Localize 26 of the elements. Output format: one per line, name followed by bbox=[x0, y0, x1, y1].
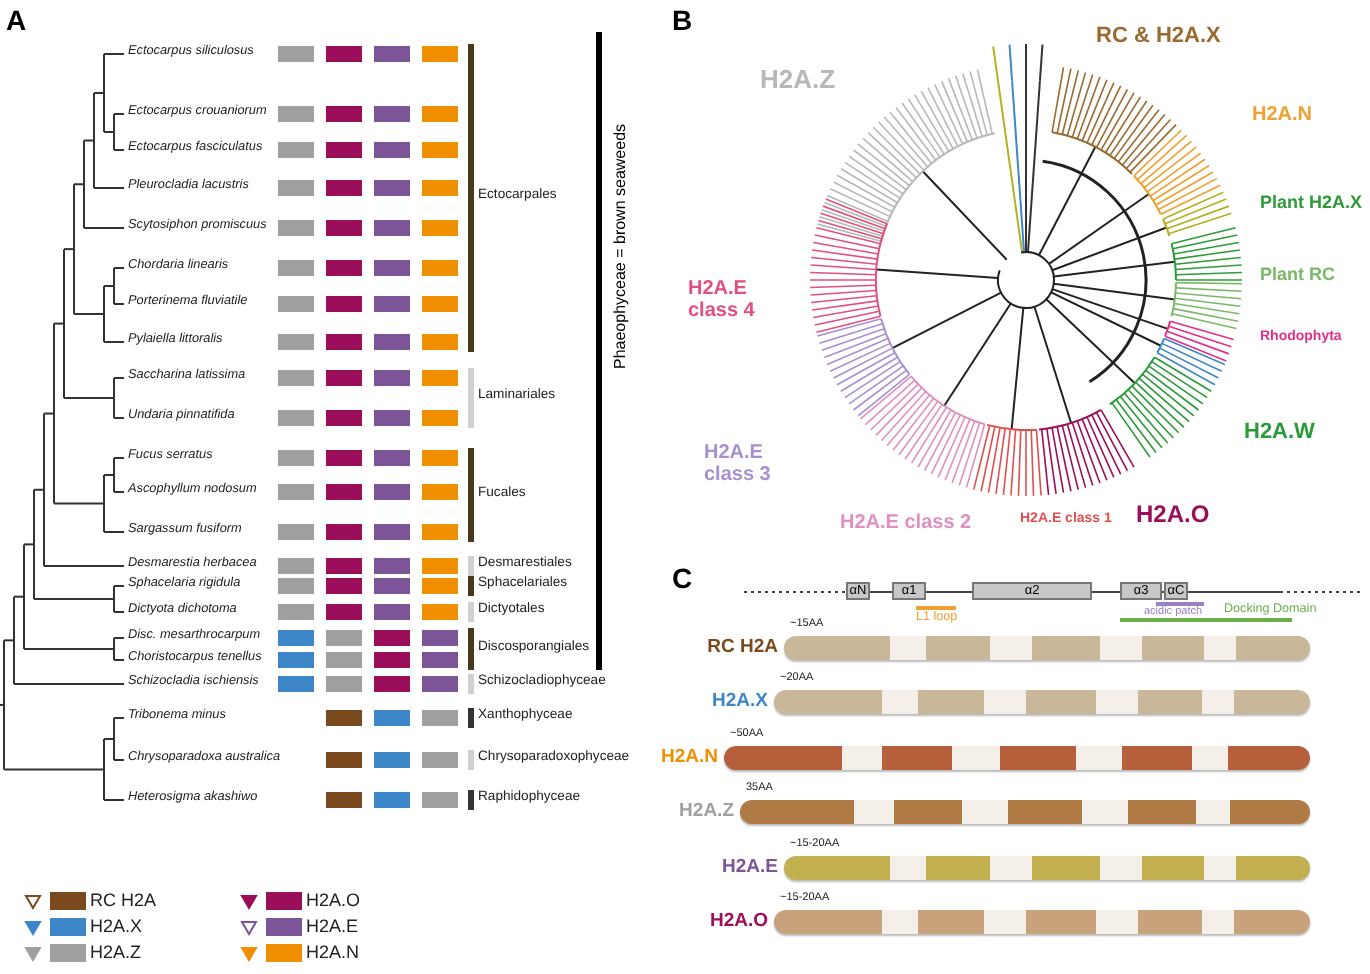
clade-label: H2A.E class 4 bbox=[688, 280, 757, 322]
clade-label: H2A.O bbox=[1136, 500, 1210, 528]
legend-label: H2A.N bbox=[306, 942, 360, 962]
legend-label: H2A.O bbox=[306, 890, 361, 910]
variant-label: H2A.O bbox=[709, 910, 768, 932]
panel-letter: A bbox=[6, 4, 27, 36]
variant-label: H2A.Z bbox=[679, 800, 734, 822]
legend-label: H2A.Z bbox=[90, 942, 142, 962]
variant-label: H2A.E bbox=[722, 856, 778, 878]
variant-label: RC H2A bbox=[707, 636, 778, 658]
panel-letter: C bbox=[672, 562, 693, 594]
legend-label: H2A.X bbox=[90, 916, 143, 936]
clade-label: H2A.E class 2 bbox=[840, 512, 972, 534]
panel-letter: B bbox=[672, 4, 693, 36]
clade-label: H2A.E class 3 bbox=[704, 444, 773, 486]
clade-label: H2A.Z bbox=[760, 64, 836, 94]
clade-label: Plant H2A.X bbox=[1260, 192, 1363, 212]
clade-label: H2A.W bbox=[1244, 420, 1315, 444]
legend-label: RC H2A bbox=[90, 890, 157, 910]
clade-label: RC & H2A.X bbox=[1096, 24, 1221, 48]
variant-label: H2A.N bbox=[660, 746, 718, 768]
clade-label: Plant RC bbox=[1260, 264, 1336, 284]
legend-label: H2A.E bbox=[306, 916, 359, 936]
variant-label: H2A.X bbox=[712, 690, 768, 712]
class-name: Phaeophyceae = brown seaweeds bbox=[611, 129, 629, 369]
clade-label: H2A.N bbox=[1252, 104, 1313, 126]
